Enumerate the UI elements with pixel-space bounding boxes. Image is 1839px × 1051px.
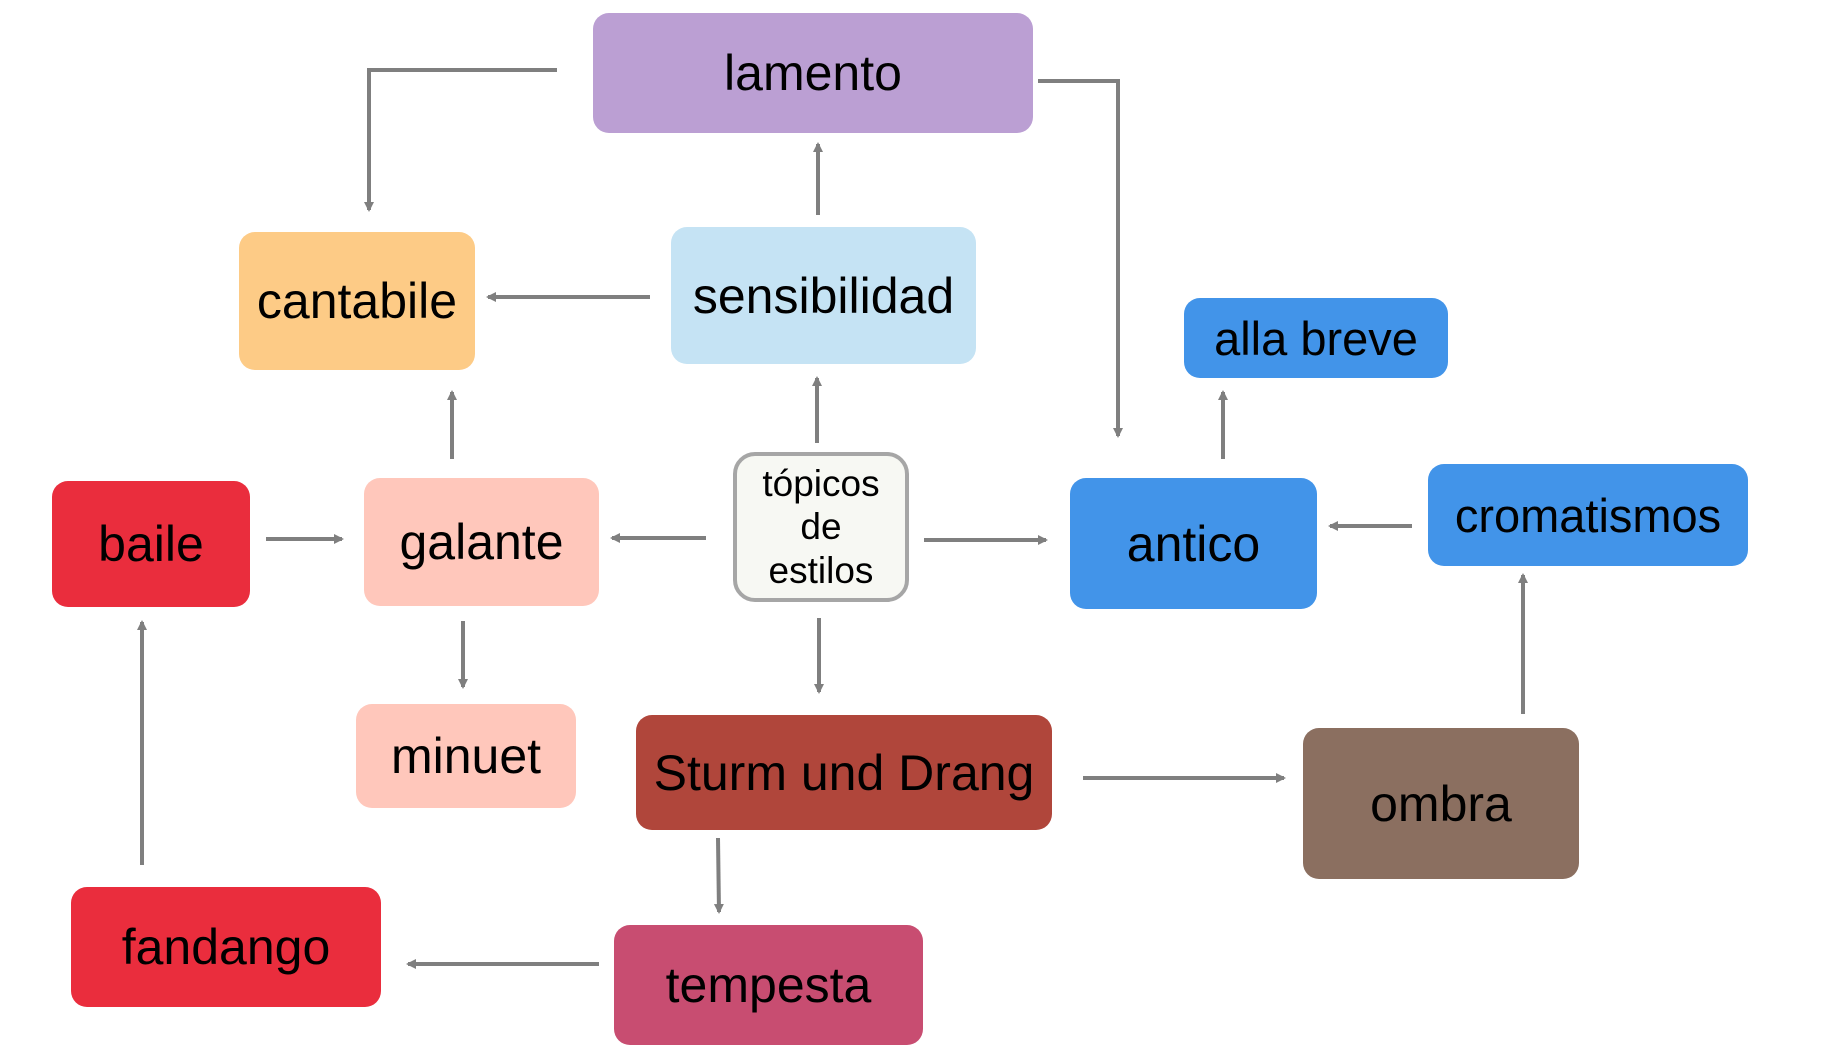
node-galante: galante bbox=[364, 478, 599, 606]
node-ombra: ombra bbox=[1303, 728, 1579, 879]
node-baile: baile bbox=[52, 481, 250, 607]
node-alla-breve-label: alla breve bbox=[1214, 311, 1418, 365]
node-tempesta-label: tempesta bbox=[665, 957, 872, 1013]
node-galante-label: galante bbox=[399, 514, 564, 570]
node-minuet: minuet bbox=[356, 704, 576, 808]
arrow-sturm-to-tempesta bbox=[713, 837, 724, 914]
node-lamento-label: lamento bbox=[724, 45, 902, 101]
node-antico: antico bbox=[1070, 478, 1317, 609]
node-fandango: fandango bbox=[71, 887, 381, 1007]
node-sensibilidad: sensibilidad bbox=[671, 227, 976, 364]
node-sturm-label: Sturm und Drang bbox=[653, 744, 1035, 801]
node-cromatismos-label: cromatismos bbox=[1454, 488, 1722, 542]
node-antico-label: antico bbox=[1126, 515, 1261, 572]
node-ombra-label: ombra bbox=[1370, 775, 1512, 832]
node-cromatismos: cromatismos bbox=[1428, 464, 1748, 566]
node-fandango-label: fandango bbox=[121, 919, 331, 975]
node-topicos-line: tópicos bbox=[762, 462, 880, 504]
node-topicos-line: de bbox=[800, 506, 842, 548]
node-minuet-label: minuet bbox=[390, 728, 542, 784]
node-sensibilidad-label: sensibilidad bbox=[692, 267, 955, 324]
node-sturm-und-drang: Sturm und Drang bbox=[636, 715, 1052, 830]
node-alla-breve: alla breve bbox=[1184, 298, 1448, 378]
node-lamento: lamento bbox=[593, 13, 1033, 133]
node-tempesta: tempesta bbox=[614, 925, 923, 1045]
node-cantabile: cantabile bbox=[239, 232, 475, 370]
arrow-lamento-to-cantabile bbox=[364, 68, 557, 212]
node-topicos-line: estilos bbox=[768, 549, 874, 591]
arrow-lamento-to-antico bbox=[1038, 79, 1123, 438]
node-baile-label: baile bbox=[98, 516, 204, 572]
node-cantabile-label: cantabile bbox=[256, 273, 458, 329]
